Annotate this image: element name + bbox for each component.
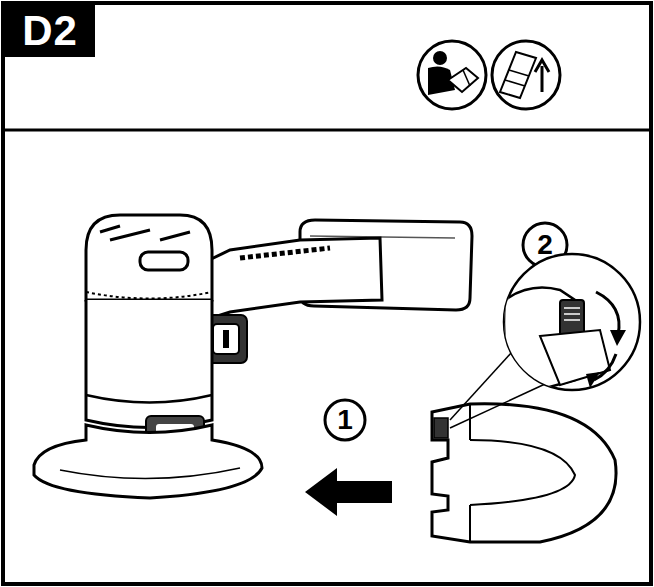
callout-number: 1 [327, 402, 363, 438]
guard [432, 404, 616, 542]
battery-removal-icon [492, 41, 560, 109]
callout-number: 2 [527, 227, 563, 263]
step-title: D2 [5, 5, 95, 57]
read-manual-icon [418, 41, 486, 109]
